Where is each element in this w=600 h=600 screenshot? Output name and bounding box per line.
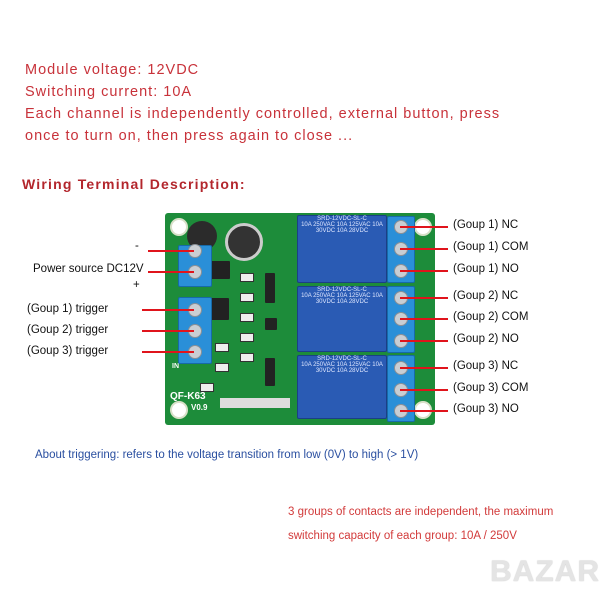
transistor	[265, 318, 277, 330]
watermark-logo: BAZAR	[490, 555, 600, 588]
power-label: Power source DC12V	[33, 263, 144, 275]
smd-component	[240, 273, 254, 282]
contacts-note-line2: switching capacity of each group: 10A / …	[288, 530, 517, 542]
relay-rating: 10A 250VAC 10A 125VAC 10A 30VDC 10A 28VD…	[301, 222, 383, 234]
relay-text: SRD-12VDC-SL-C	[317, 356, 367, 362]
trigger3-label: (Goup 3) trigger	[27, 345, 109, 357]
leader-line	[142, 309, 194, 311]
leader-line	[148, 250, 194, 252]
g3-com-label: (Goup 3) COM	[453, 382, 529, 394]
leader-line	[148, 271, 194, 273]
ic-chip	[207, 298, 229, 320]
diode	[265, 358, 275, 386]
spec-channel-cont: once to turn on, then press again to clo…	[25, 128, 354, 144]
spec-current: Switching current: 10A	[25, 84, 193, 100]
g1-com-label: (Goup 1) COM	[453, 241, 529, 253]
trigger1-label: (Goup 1) trigger	[27, 303, 109, 315]
leader-line	[400, 340, 448, 342]
plus-label: +	[133, 279, 140, 291]
smd-component	[240, 293, 254, 302]
g2-no-label: (Goup 2) NO	[453, 333, 519, 345]
leader-line	[142, 330, 194, 332]
spec-channel: Each channel is independently controlled…	[25, 106, 501, 122]
spec-voltage: Module voltage: 12VDC	[25, 62, 200, 78]
in-label: IN	[172, 363, 179, 370]
smd-component	[240, 333, 254, 342]
ic-chip	[210, 261, 230, 279]
smd-component	[215, 363, 229, 372]
relay-rating: 10A 250VAC 10A 125VAC 10A 30VDC 10A 28VD…	[301, 293, 383, 305]
relay-text: SRD-12VDC-SL-C	[317, 216, 367, 222]
relay-text: SRD-12VDC-SL-C	[317, 287, 367, 293]
wiring-heading: Wiring Terminal Description:	[22, 176, 246, 192]
contacts-note: 3 groups of contacts are independent, th…	[288, 500, 553, 548]
g3-no-label: (Goup 3) NO	[453, 403, 519, 415]
relay-rating: 10A 250VAC 10A 125VAC 10A 30VDC 10A 28VD…	[301, 362, 383, 374]
diode	[265, 273, 275, 303]
leader-line	[400, 389, 448, 391]
smd-component	[240, 313, 254, 322]
leader-line	[400, 226, 448, 228]
contacts-note-line1: 3 groups of contacts are independent, th…	[288, 506, 554, 518]
mount-hole	[170, 218, 188, 236]
g1-nc-label: (Goup 1) NC	[453, 219, 519, 231]
leader-line	[400, 270, 448, 272]
leader-line	[400, 367, 448, 369]
smd-component	[200, 383, 214, 392]
leader-line	[400, 297, 448, 299]
leader-line	[400, 318, 448, 320]
board-model: QF-K63	[170, 391, 206, 402]
leader-line	[142, 351, 194, 353]
minus-label: -	[135, 240, 139, 252]
mount-hole	[170, 401, 188, 419]
leader-line	[400, 410, 448, 412]
smd-component	[215, 343, 229, 352]
trigger2-label: (Goup 2) trigger	[27, 324, 109, 336]
g2-nc-label: (Goup 2) NC	[453, 290, 519, 302]
board-version: V0.9	[191, 403, 208, 412]
leader-line	[400, 248, 448, 250]
g1-no-label: (Goup 1) NO	[453, 263, 519, 275]
g2-com-label: (Goup 2) COM	[453, 311, 529, 323]
smd-component	[240, 353, 254, 362]
trigger-note: About triggering: refers to the voltage …	[35, 449, 419, 461]
led-row	[220, 398, 290, 408]
g3-nc-label: (Goup 3) NC	[453, 360, 519, 372]
capacitor	[225, 223, 263, 261]
